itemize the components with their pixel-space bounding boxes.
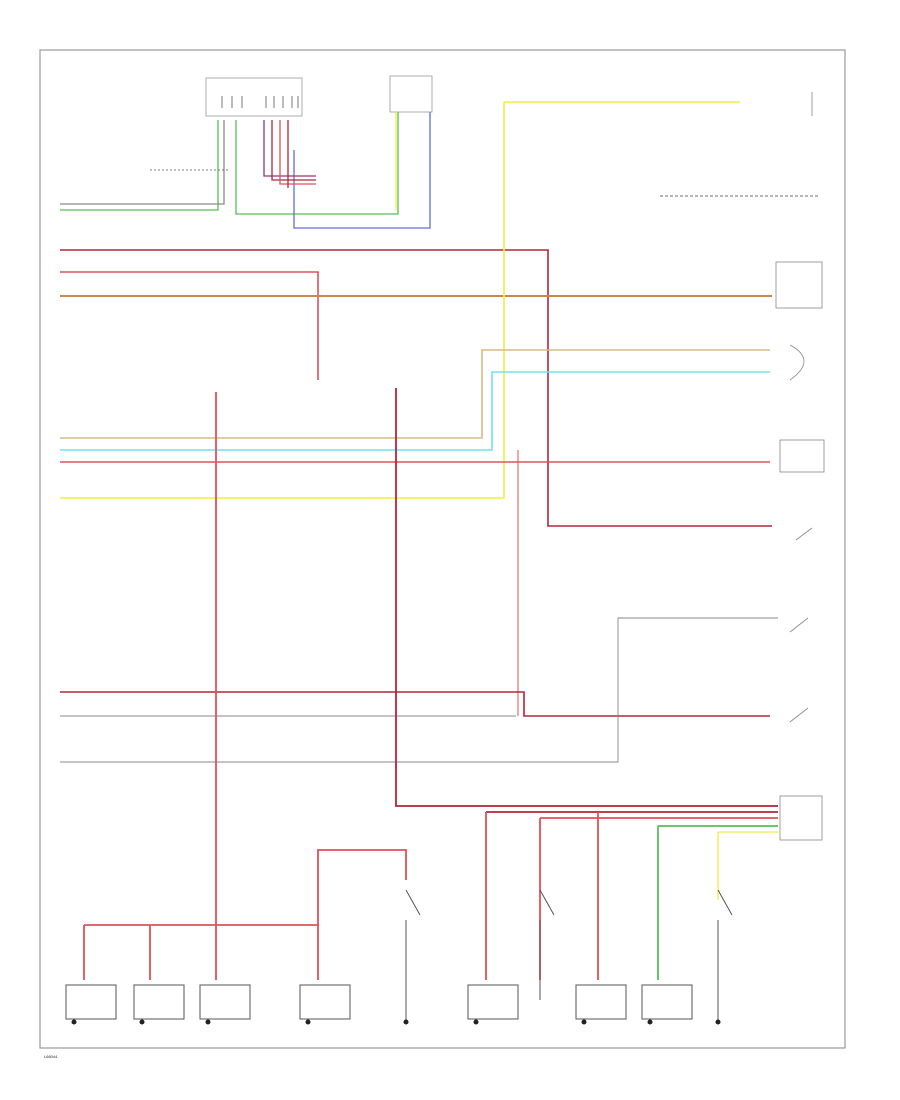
horizontal-buses: [60, 101, 778, 763]
connector-block-right: [389, 75, 433, 113]
diagram-frame: [39, 49, 846, 1049]
vertical-feeds: [83, 388, 778, 980]
right-components: [775, 92, 825, 841]
connector-block-left: [205, 77, 303, 117]
lower-switches: [65, 889, 733, 1022]
figure-id: L66044: [44, 1054, 58, 1059]
connector-pins: [221, 96, 299, 108]
top-harness: [60, 112, 820, 229]
ground-points: [71, 1019, 721, 1025]
